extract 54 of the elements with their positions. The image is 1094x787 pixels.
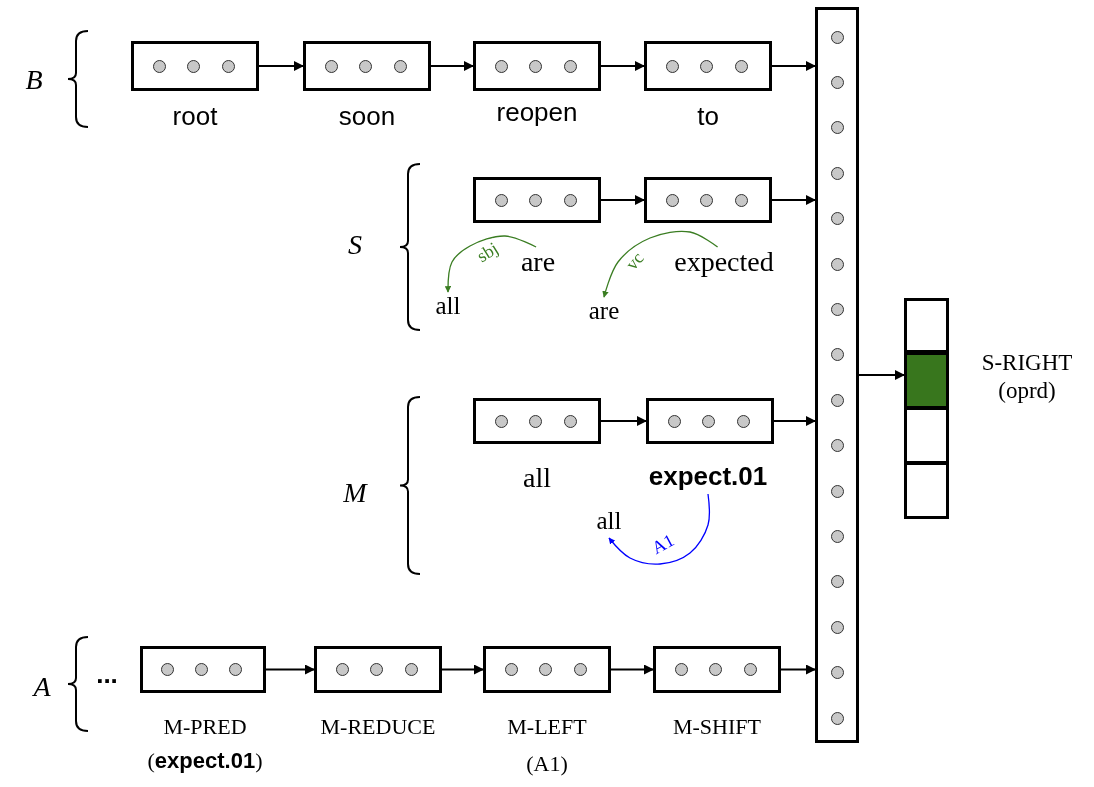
word-label: all — [592, 507, 626, 538]
group-letter: A — [31, 672, 52, 703]
lstm-cell-box — [646, 398, 774, 444]
arrow — [258, 61, 304, 71]
arrow — [771, 195, 816, 205]
hidden-state-column — [815, 7, 859, 743]
ellipsis-label: ... — [95, 660, 119, 689]
lstm-cell-box — [644, 177, 772, 223]
word-label: (expect.01) — [146, 749, 264, 774]
lstm-cell-box — [131, 41, 259, 91]
word-label: are — [514, 247, 562, 278]
word-label: all — [430, 292, 466, 323]
word-label: reopen — [495, 98, 579, 127]
lstm-cell-box — [473, 177, 601, 223]
word-label: expect.01 — [628, 462, 788, 494]
arrow — [773, 416, 816, 426]
arrow — [858, 370, 905, 380]
lstm-cell-box — [644, 41, 772, 91]
word-label: S-RIGHT — [980, 350, 1074, 376]
word-label: are — [583, 297, 625, 328]
word-label: (oprd) — [997, 378, 1057, 404]
group-letter: M — [343, 478, 367, 509]
dependency-arc — [608, 493, 710, 565]
lstm-cell-box — [483, 646, 611, 693]
word-label: M-REDUCE — [319, 715, 437, 740]
word-label: expected — [660, 247, 788, 278]
word-label: M-LEFT — [506, 715, 588, 740]
word-label: M-PRED — [162, 715, 248, 740]
arrow — [610, 664, 654, 675]
arrow — [441, 664, 484, 675]
word-label: soon — [337, 102, 397, 131]
arrow — [430, 61, 474, 71]
lstm-cell-box — [140, 646, 266, 693]
lstm-cell-box — [653, 646, 781, 693]
lstm-cell-box — [473, 398, 601, 444]
word-label: all — [522, 463, 552, 494]
arrow — [600, 416, 647, 426]
lstm-cell-box — [314, 646, 442, 693]
word-label: to — [696, 102, 720, 131]
word-label: root — [171, 102, 219, 131]
lstm-cell-box — [473, 41, 601, 91]
output-vector — [904, 298, 949, 519]
dependency-arc — [444, 235, 537, 293]
group-letter: B — [24, 65, 44, 96]
word-label: M-SHIFT — [672, 715, 762, 740]
arrow — [600, 195, 645, 205]
arrow — [600, 61, 645, 71]
dependency-arc — [602, 230, 719, 298]
lstm-cell-box — [303, 41, 431, 91]
arrow — [771, 61, 816, 71]
group-letter: S — [347, 230, 363, 261]
word-label: (A1) — [525, 752, 569, 777]
arrow — [780, 664, 816, 675]
arrow — [265, 664, 315, 675]
